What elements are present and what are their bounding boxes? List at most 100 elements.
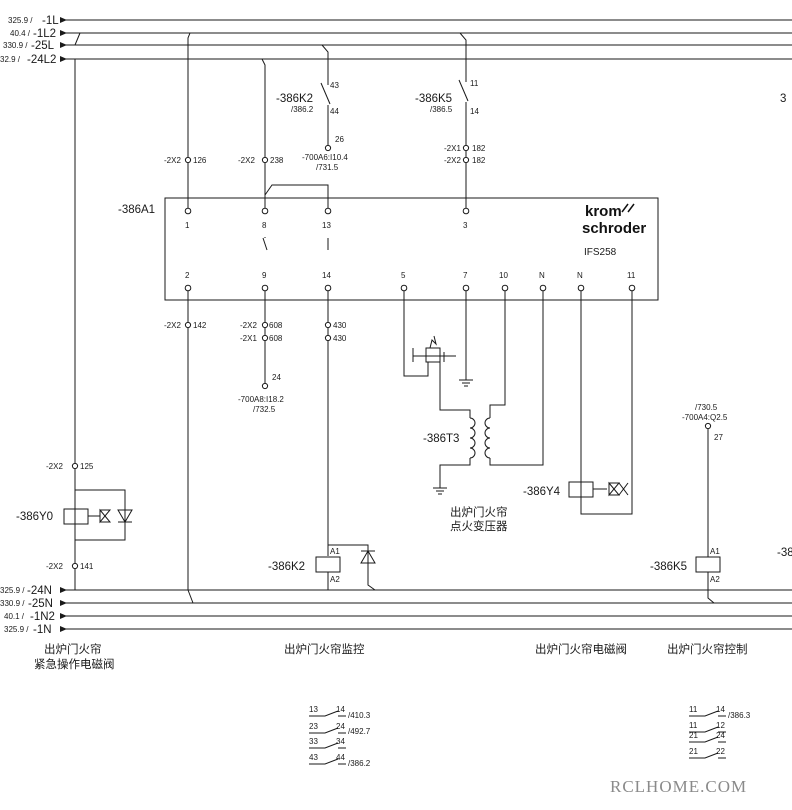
rail-ref-1n: 325.9 / xyxy=(4,625,29,634)
svg-text:22: 22 xyxy=(716,747,725,756)
y0-coil xyxy=(63,508,89,525)
rail-ref-1n2: 40.1 / xyxy=(4,612,25,621)
y4-valve-icon xyxy=(608,481,629,497)
transformer-t3-icon xyxy=(469,417,491,459)
krom-schroder-logo: krom schroder xyxy=(582,203,646,237)
svg-text:44: 44 xyxy=(336,753,345,762)
svg-text:26: 26 xyxy=(335,135,344,144)
svg-text:krom: krom xyxy=(585,203,622,220)
rail-name-25n: -25N xyxy=(28,598,53,610)
svg-text:33: 33 xyxy=(309,737,318,746)
svg-text:11: 11 xyxy=(689,721,698,730)
svg-text:14: 14 xyxy=(336,705,345,714)
svg-text:-2X2: -2X2 xyxy=(444,156,461,165)
svg-text:430: 430 xyxy=(333,334,347,343)
svg-text:23: 23 xyxy=(309,722,318,731)
svg-text:238: 238 xyxy=(270,156,284,165)
terminal-26 xyxy=(324,144,332,152)
svg-text:/730.5: /730.5 xyxy=(695,403,718,412)
terminal-141 xyxy=(71,562,79,570)
svg-text:24: 24 xyxy=(716,731,725,740)
svg-text:/492.7: /492.7 xyxy=(348,727,371,736)
terminal-142 xyxy=(184,321,192,329)
caption-col1-line1: 出炉门火帘 xyxy=(44,642,102,656)
svg-text:schroder: schroder xyxy=(582,220,646,237)
svg-text:/386.5: /386.5 xyxy=(430,105,453,114)
rail-name-1l2: -1L2 xyxy=(33,28,56,40)
k5-contact-table: 11 14 /386.3 11 12 21 24 21 22 xyxy=(689,705,751,759)
rail-ref-25n: 330.9 / xyxy=(0,599,25,608)
transformer-caption-2: 点火变压器 xyxy=(450,519,508,533)
y0-label: -386Y0 xyxy=(16,511,53,523)
svg-text:182: 182 xyxy=(472,144,486,153)
rail-name-24l2: -24L2 xyxy=(27,54,56,66)
k2-contact-table: 13 14 /410.3 23 24 /492.7 33 34 43 44 /3… xyxy=(309,705,371,768)
svg-text:142: 142 xyxy=(193,321,207,330)
svg-text:A1: A1 xyxy=(330,547,340,556)
terminal-430b xyxy=(324,334,332,342)
svg-text:21: 21 xyxy=(689,747,698,756)
svg-text:-700A8:I18.2: -700A8:I18.2 xyxy=(238,395,284,404)
rail-ref-1l2: 40.4 / xyxy=(10,29,31,38)
ignition-electrode-icon xyxy=(412,335,456,363)
svg-text:141: 141 xyxy=(80,562,94,571)
y0-valve-icon xyxy=(98,508,112,524)
k2-diode-icon xyxy=(360,550,376,564)
caption-col2: 出炉门火帘监控 xyxy=(284,642,365,656)
rail-name-1n: -1N xyxy=(33,624,52,636)
svg-text:A1: A1 xyxy=(710,547,720,556)
terminal-182a xyxy=(462,144,470,152)
rail-ref-24l2: 32.9 / xyxy=(0,55,21,64)
svg-text:-2X1: -2X1 xyxy=(240,334,257,343)
svg-text:-2X2: -2X2 xyxy=(164,321,181,330)
svg-text:/410.3: /410.3 xyxy=(348,711,371,720)
svg-text:-2X1: -2X1 xyxy=(444,144,461,153)
terminal-126 xyxy=(184,156,192,164)
controller-model: IFS258 xyxy=(584,247,617,258)
pin-11: 11 xyxy=(627,271,636,280)
lower-wiring: -2X2 142 -2X2 608 -2X1 608 24 -700A8:I18… xyxy=(164,291,792,604)
rail-name-1n2: -1N2 xyxy=(30,611,55,623)
svg-text:125: 125 xyxy=(80,462,94,471)
svg-text:608: 608 xyxy=(269,334,283,343)
pin-2: 2 xyxy=(185,271,190,280)
pin-9: 9 xyxy=(262,271,267,280)
k5-coil-label: -386K5 xyxy=(650,561,687,573)
svg-text:43: 43 xyxy=(330,81,339,90)
svg-text:/731.5: /731.5 xyxy=(316,163,339,172)
svg-text:14: 14 xyxy=(470,107,479,116)
terminal-24 xyxy=(261,382,269,390)
terminal-608b xyxy=(261,334,269,342)
svg-text:A2: A2 xyxy=(710,575,720,584)
svg-text:-2X2: -2X2 xyxy=(46,562,63,571)
t3-label: -386T3 xyxy=(423,433,459,445)
svg-text:44: 44 xyxy=(330,107,339,116)
controller-label: -386A1 xyxy=(118,204,155,216)
column-captions: 出炉门火帘 紧急操作电磁阀 出炉门火帘监控 出炉门火帘电磁阀 出炉门火帘控制 xyxy=(34,642,748,671)
svg-text:A2: A2 xyxy=(330,575,340,584)
pin-14: 14 xyxy=(322,271,331,280)
pin-8: 8 xyxy=(262,221,267,230)
ground-icon xyxy=(459,379,473,387)
svg-text:13: 13 xyxy=(309,705,318,714)
svg-text:608: 608 xyxy=(269,321,283,330)
pin-1: 1 xyxy=(185,221,190,230)
svg-text:12: 12 xyxy=(716,721,725,730)
svg-text:-2X2: -2X2 xyxy=(238,156,255,165)
terminal-430a xyxy=(324,321,332,329)
watermark: RCLHOME.COM xyxy=(610,777,747,796)
pin-5: 5 xyxy=(401,271,406,280)
svg-text:11: 11 xyxy=(689,705,698,714)
pin-3: 3 xyxy=(463,221,468,230)
y0-diode-icon xyxy=(117,509,133,523)
svg-text:-2X2: -2X2 xyxy=(164,156,181,165)
rail-ref-24n: 325.9 / xyxy=(0,586,25,595)
ground-icon-2 xyxy=(433,487,447,495)
svg-text:27: 27 xyxy=(714,433,723,442)
svg-text:-2X2: -2X2 xyxy=(240,321,257,330)
svg-text:14: 14 xyxy=(716,705,725,714)
svg-text:/386.3: /386.3 xyxy=(728,711,751,720)
terminal-125 xyxy=(71,462,79,470)
